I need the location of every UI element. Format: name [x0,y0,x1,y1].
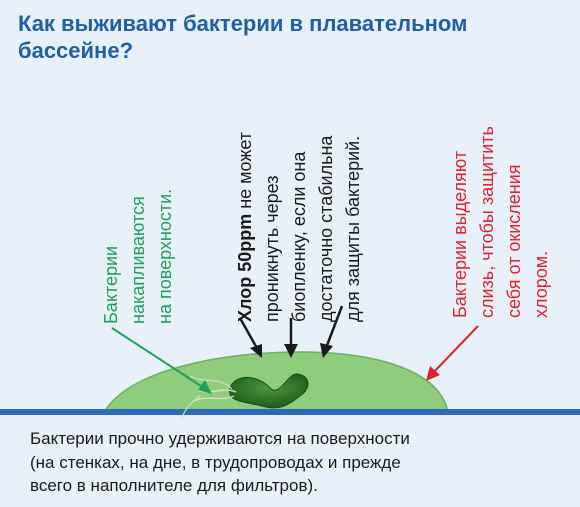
bacterium-icon [181,373,309,419]
caption-line-2: (на стенках, на дне, в трудопроводах и п… [30,452,401,472]
chlorine-line-4: достаточно стабильна [316,135,336,322]
accumulate-note: Бактерии накапливаются на поверхности. [98,189,179,324]
title-line-1: Как выживают бактерии в плавательном [18,11,468,36]
slime-line-3: себя от окисления [504,164,524,318]
chlorine-line-1: Хлор 50ppm не может [232,132,259,322]
biofilm-dome [102,351,449,413]
accumulate-line-2: накапливаются [128,196,148,324]
chlorine-note: Хлор 50ppm не может проникнуть через био… [232,132,367,322]
chlorine-line-1-rest: не может [235,131,255,214]
slime-arrow [426,325,479,381]
accumulate-line-1: Бактерии [101,245,121,324]
surface-line [0,409,580,415]
chlorine-line-2: проникнуть через [262,175,282,322]
chlorine-line-3: биопленку, если она [289,151,309,322]
slime-line-4: хлором. [531,250,551,318]
caption: Бактерии прочно удерживаются на поверхно… [30,427,570,498]
chlorine-line-5: для защиты бактерий. [343,135,363,322]
slime-note: Бактерии выделяют слизь, чтобы защитить … [447,126,555,318]
accumulate-arrow [111,327,212,394]
slime-line-1: Бактерии выделяют [450,150,470,318]
chlorine-arrows [238,305,344,358]
title-line-2: бассейне? [18,38,134,63]
caption-line-1: Бактерии прочно удерживаются на поверхно… [30,429,410,448]
caption-line-3: всего в наполнителе для фильтров). [30,476,318,495]
accumulate-line-3: на поверхности. [155,188,175,324]
slime-line-2: слизь, чтобы защитить [477,126,497,318]
page-title: Как выживают бактерии в плавательном бас… [18,10,566,64]
chlorine-bold: Хлор 50ppm [235,213,255,322]
